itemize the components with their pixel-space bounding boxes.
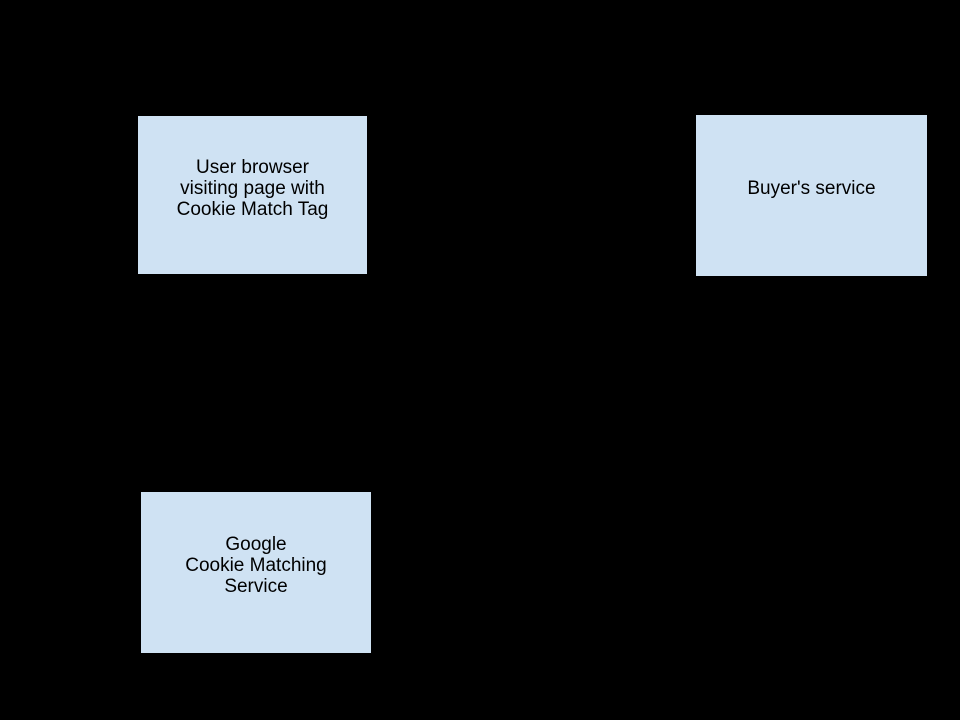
node-buyers-service: Buyer's service	[695, 114, 928, 277]
node-label-line: Cookie Match Tag	[176, 198, 329, 220]
node-user-browser-label: User browser visiting page with Cookie M…	[177, 157, 329, 220]
node-label-line: User browser	[196, 156, 309, 178]
node-google-cookie-matching-service-label: Google Cookie Matching Service	[185, 534, 327, 597]
node-label-line: visiting page with	[180, 177, 325, 199]
node-buyers-service-label: Buyer's service	[747, 178, 875, 199]
node-label-line: Google	[225, 534, 287, 555]
node-label-line: Service	[224, 576, 288, 597]
node-google-cookie-matching-service: Google Cookie Matching Service	[140, 491, 372, 654]
node-label-line: Buyer's service	[747, 178, 876, 199]
node-label-line: Cookie Matching	[185, 555, 327, 576]
node-user-browser: User browser visiting page with Cookie M…	[137, 115, 368, 275]
